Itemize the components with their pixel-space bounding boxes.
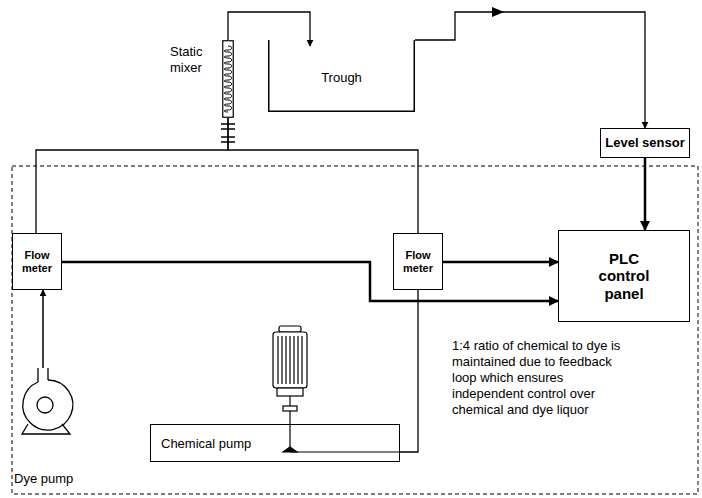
pipe-line	[400, 290, 418, 452]
pipe-line	[42, 290, 44, 368]
level-sensor-box: Level sensor	[600, 128, 690, 158]
chemical-pump-box: Chemical pump	[150, 424, 400, 462]
node-label: PLC control panel	[593, 250, 655, 302]
signal-line	[443, 261, 558, 264]
plc-panel-box: PLC control panel	[558, 230, 690, 322]
node-label: Level sensor	[605, 136, 685, 151]
mixer-symbol	[222, 40, 234, 118]
signal-line	[644, 158, 647, 230]
pipe-line	[36, 118, 228, 233]
node-label: Trough	[268, 70, 415, 85]
annotation-note: 1:4 ratio of chemical to dye is maintain…	[452, 338, 630, 418]
node-label: Chemical pump	[161, 436, 251, 451]
pump-symbol	[14, 368, 84, 468]
dye-pump: Dye pump	[14, 368, 84, 490]
pipe-line	[415, 12, 645, 128]
pipe-line	[228, 118, 418, 233]
signal-line	[62, 262, 558, 301]
motor-symbol	[273, 326, 400, 452]
node-label: Static mixer	[170, 44, 216, 76]
trough-tank: Trough	[268, 40, 415, 112]
static-mixer: Static mixer	[222, 40, 234, 118]
flow-meter-box: Flow meter	[12, 233, 62, 290]
node-label: Flow meter	[17, 249, 57, 274]
control-enclosure	[12, 166, 698, 494]
flow-meter-box: Flow meter	[393, 233, 443, 290]
node-label: Flow meter	[398, 249, 438, 274]
node-label: Dye pump	[14, 471, 73, 486]
